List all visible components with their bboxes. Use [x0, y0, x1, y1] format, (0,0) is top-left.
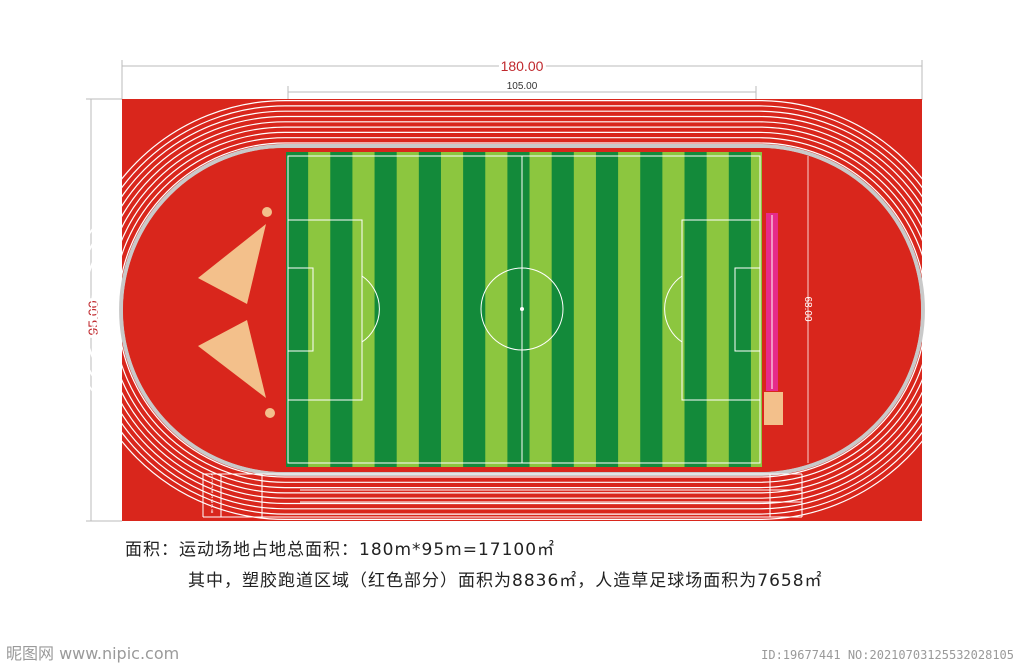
- pitch-width-label: 68.00: [802, 296, 813, 321]
- grass-stripe: [618, 152, 641, 467]
- watermark-bar: 昵图网 www.nipic.com ID:19677441 NO:2021070…: [0, 640, 1024, 668]
- lane-line: [106, 131, 938, 489]
- grass-stripe: [662, 152, 685, 467]
- total-length-label: 180.00: [501, 58, 544, 74]
- lane-line: [85, 110, 959, 510]
- grass-stripe: [529, 152, 552, 467]
- grass-stripe: [485, 152, 508, 467]
- lane-number: 5: [211, 494, 214, 500]
- throwing-sectors: [198, 207, 275, 418]
- grass-stripe: [308, 152, 331, 467]
- grass-stripe: [706, 152, 729, 467]
- lane-number: 6: [211, 499, 214, 505]
- lane-number: 8: [211, 509, 214, 515]
- lane-number: 4: [211, 489, 214, 495]
- lane-number: 7: [211, 504, 214, 510]
- grass-stripe: [352, 152, 375, 467]
- lane-line: [90, 115, 954, 505]
- grass-stripe: [396, 152, 419, 467]
- lane-line: [101, 126, 943, 494]
- area-summary: 面积：运动场地占地总面积：180m*95m=17100㎡: [125, 540, 556, 560]
- lane-number: 2: [211, 479, 214, 485]
- pitch-markings: [287, 155, 761, 464]
- lane-line: [80, 105, 964, 515]
- track-lanes: [75, 100, 969, 520]
- lane-line: [75, 100, 969, 520]
- lane-line: [112, 137, 932, 483]
- dimension-total-length: [121, 60, 923, 100]
- pitch-length-label: 105.00: [507, 81, 538, 92]
- grass-stripe: [440, 152, 464, 467]
- grass-stripe: [573, 152, 596, 467]
- dimension-pitch-length: [287, 86, 757, 100]
- area-breakdown: 其中，塑胶跑道区域（红色部分）面积为8836㎡，人造草足球场面积为7658㎡: [188, 571, 823, 591]
- start-block: [202, 473, 803, 518]
- grass-stripe: [750, 152, 762, 467]
- jump-runway: [764, 213, 783, 425]
- watermark-id: ID:19677441 NO:20210703125532028105: [761, 648, 1014, 662]
- lane-line: [117, 142, 927, 478]
- lane-number: 3: [211, 484, 214, 490]
- lane-line: [96, 121, 948, 499]
- grass-stripes: [308, 152, 762, 467]
- watermark-site: 昵图网 www.nipic.com: [6, 644, 180, 663]
- lane-number: 1: [211, 474, 214, 480]
